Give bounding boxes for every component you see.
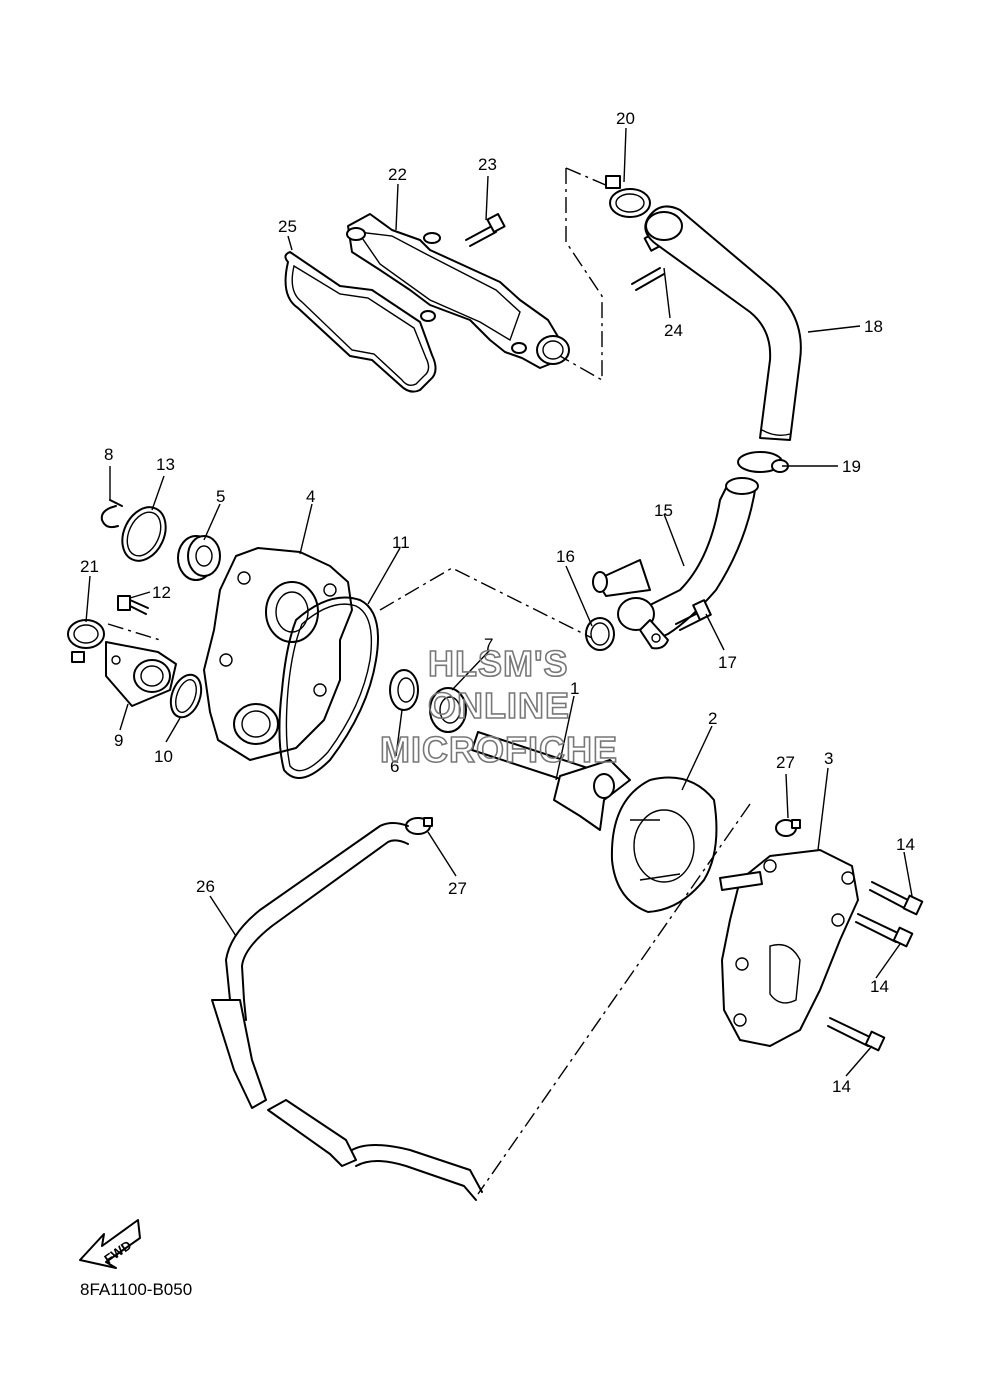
part-8-circlip bbox=[100, 499, 123, 529]
callout-16: 16 bbox=[556, 547, 575, 566]
callout-19: 19 bbox=[842, 457, 861, 476]
callout-26: 26 bbox=[196, 877, 215, 896]
part-22-housing bbox=[346, 213, 570, 369]
part-27-clamp-right bbox=[775, 819, 801, 837]
part-2-plate bbox=[610, 776, 718, 913]
watermark-line-3: MICROFICHE bbox=[380, 729, 618, 770]
callout-22: 22 bbox=[388, 165, 407, 184]
part-14-bolt-b bbox=[855, 913, 914, 948]
callout-9: 9 bbox=[114, 731, 123, 750]
callout-8: 8 bbox=[104, 445, 113, 464]
callout-3: 3 bbox=[824, 749, 833, 768]
leader-lines bbox=[85, 127, 913, 1077]
callout-5: 5 bbox=[216, 487, 225, 506]
callout-15: 15 bbox=[654, 501, 673, 520]
callout-6: 6 bbox=[390, 757, 399, 776]
callout-1: 1 bbox=[570, 679, 579, 698]
callout-2: 2 bbox=[708, 709, 717, 728]
part-11-o-ring bbox=[278, 596, 379, 779]
callout-20: 20 bbox=[616, 109, 635, 128]
callout-18: 18 bbox=[864, 317, 883, 336]
alignment-line-12 bbox=[107, 623, 161, 641]
part-10-o-ring bbox=[169, 673, 203, 719]
part-14-bolt-c bbox=[827, 1017, 886, 1052]
callout-7: 7 bbox=[484, 635, 493, 654]
callout-14b: 14 bbox=[870, 977, 889, 996]
part-27-clamp-left bbox=[405, 817, 433, 835]
part-26-hose bbox=[211, 822, 483, 1201]
alignment-line-upper bbox=[559, 167, 609, 382]
callout-17: 17 bbox=[718, 653, 737, 672]
callout-14c: 14 bbox=[832, 1077, 851, 1096]
part-18-hose bbox=[644, 205, 802, 441]
callout-11: 11 bbox=[392, 533, 410, 552]
part-21-clamp bbox=[67, 619, 105, 663]
part-12-bolt bbox=[117, 595, 149, 615]
callout-labels: 1 2 3 4 5 6 7 8 9 10 11 12 13 14 14 14 1… bbox=[80, 109, 915, 1096]
part-7-seal bbox=[429, 687, 467, 733]
part-25-gasket bbox=[284, 251, 437, 393]
part-20-clamp bbox=[605, 175, 651, 218]
part-9-elbow bbox=[105, 641, 177, 707]
callout-21: 21 bbox=[80, 557, 99, 576]
callout-27a: 27 bbox=[776, 753, 795, 772]
part-4-pump-body bbox=[203, 547, 353, 761]
part-19-clamp bbox=[737, 451, 789, 473]
callout-4: 4 bbox=[306, 487, 315, 506]
diagram-code: 8FA1100-B050 bbox=[80, 1280, 193, 1299]
part-14-bolt-a bbox=[869, 881, 924, 916]
watermark-line-2: ONLINE bbox=[428, 685, 570, 726]
part-1-impeller-shaft bbox=[471, 731, 631, 831]
fwd-arrow-icon: FWD bbox=[79, 1219, 141, 1269]
callout-12: 12 bbox=[152, 583, 171, 602]
callout-24: 24 bbox=[664, 321, 683, 340]
callout-23: 23 bbox=[478, 155, 497, 174]
part-13-o-ring bbox=[121, 506, 167, 562]
callout-10: 10 bbox=[154, 747, 173, 766]
callout-14a: 14 bbox=[896, 835, 915, 854]
part-23-bolt bbox=[465, 213, 506, 247]
callout-25: 25 bbox=[278, 217, 297, 236]
alignment-line-lower bbox=[477, 803, 751, 1195]
watermark: HLSM'S ONLINE MICROFICHE bbox=[379, 642, 618, 771]
part-15-pipe bbox=[592, 477, 759, 650]
callout-27b: 27 bbox=[448, 879, 467, 898]
part-6-seal bbox=[389, 669, 419, 711]
callout-13: 13 bbox=[156, 455, 175, 474]
part-3-cover bbox=[719, 849, 859, 1047]
part-5-bearing bbox=[177, 535, 221, 581]
watermark-line-1: HLSM'S bbox=[428, 643, 569, 684]
alignment-line-middle bbox=[379, 567, 593, 639]
